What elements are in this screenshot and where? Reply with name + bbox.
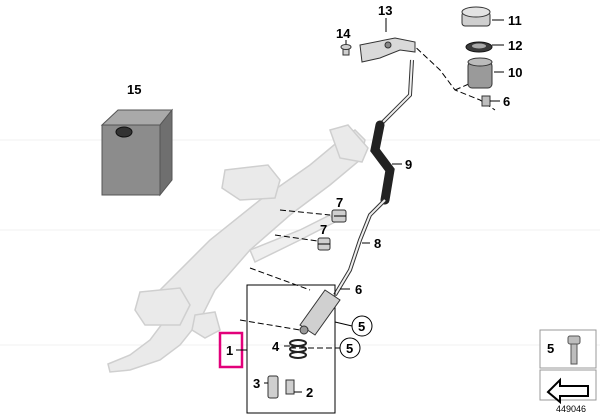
spring-4	[289, 339, 307, 359]
part-label-2: 2	[306, 385, 313, 400]
diagram-number: 449046	[556, 404, 586, 414]
part-label-13: 13	[378, 3, 392, 18]
pushrod-3	[267, 375, 279, 399]
legend-box: 5	[539, 329, 597, 405]
screw-14	[340, 44, 352, 56]
callout-circle-5a	[351, 315, 373, 337]
pin-2	[285, 379, 295, 395]
assembly-box	[246, 284, 336, 414]
part-label-10: 10	[508, 65, 522, 80]
bracket-13	[359, 37, 416, 63]
hose-thin-top	[378, 59, 414, 127]
part-label-8: 8	[374, 236, 381, 251]
hose-thin-top-inner	[379, 59, 413, 126]
hose-8-inner	[334, 199, 386, 296]
part-label-7-upper: 7	[336, 195, 343, 210]
seal-12	[465, 41, 493, 53]
background-watermark	[0, 139, 600, 346]
part-label-7-lower: 7	[320, 222, 327, 237]
arrow-icon	[546, 377, 589, 405]
part-label-6-mid: 6	[355, 282, 362, 297]
footrest-frame	[107, 124, 369, 373]
legend-bolt-icon	[567, 335, 581, 365]
master-cylinder	[299, 289, 341, 336]
part-label-5-a: 5	[358, 319, 365, 334]
part-label-1: 1	[226, 343, 233, 358]
part-label-3: 3	[253, 376, 260, 391]
leader-lines	[239, 41, 496, 349]
clamp-6-top	[481, 95, 491, 107]
part-label-4: 4	[272, 339, 280, 354]
callout-circle-5b	[339, 337, 361, 359]
reservoir-container	[100, 108, 174, 197]
part-label-15: 15	[127, 82, 141, 97]
part-label-12: 12	[508, 38, 522, 53]
hose-9	[370, 120, 395, 205]
part-label-5-b: 5	[346, 341, 353, 356]
part-label-14: 14	[336, 26, 351, 41]
reservoir-10	[467, 57, 493, 89]
cap-11	[461, 6, 491, 27]
legend-label: 5	[547, 341, 554, 356]
label-leaders	[236, 18, 504, 393]
part-label-6-top: 6	[503, 94, 510, 109]
part-label-11: 11	[508, 13, 522, 28]
part-label-9: 9	[405, 157, 412, 172]
